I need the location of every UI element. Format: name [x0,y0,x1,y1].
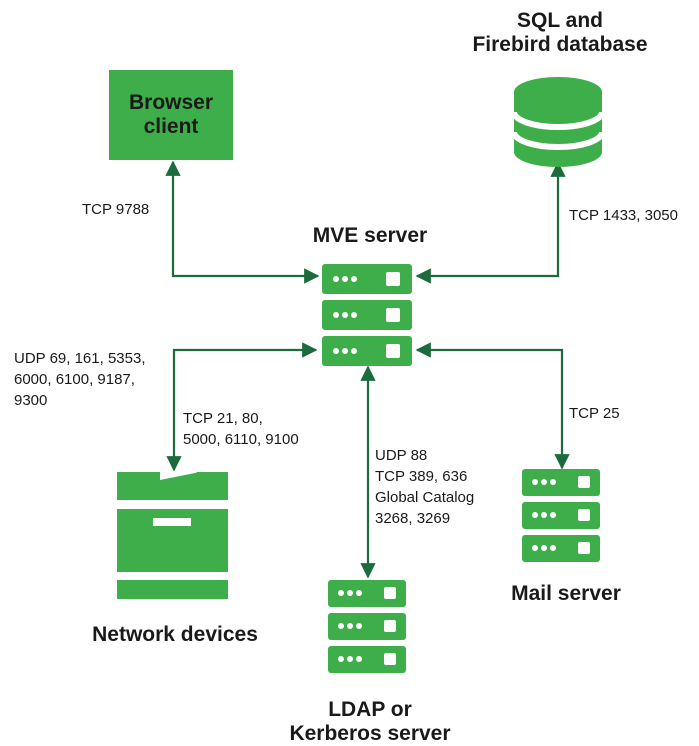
connector-network-devices [166,342,318,472]
server-unit [322,264,412,294]
port-line: UDP 88 [375,447,428,464]
server-unit [322,300,412,330]
browser-client-box: Browser client [109,70,233,160]
database-title-line-1: SQL and [517,9,603,32]
network-devices-title: Network devices [92,623,258,646]
server-unit [522,535,600,562]
port-line: 9300 [14,392,48,409]
ldap-title-line-2: Kerberos server [289,722,451,746]
port-line: TCP 9788 [82,201,150,218]
server-unit [328,613,406,640]
browser-client-label-line-1: Browser [128,90,214,114]
port-line: Global Catalog [375,489,475,506]
mve-server-title: MVE server [312,224,428,247]
ldap-server-title: LDAP or Kerberos server [258,698,482,746]
server-unit [328,646,406,673]
server-unit [322,336,412,366]
ldap-port-label: UDP 88 TCP 389, 636 Global Catalog 3268,… [375,445,474,529]
port-line: UDP 69, 161, 5353, [14,350,146,367]
port-line: 6000, 6100, 9187, [14,371,135,388]
browser-client-label-line-2: client [143,115,199,138]
port-line: 5000, 6110, 9100 [183,431,299,448]
ldap-title-line-1: LDAP or [328,698,412,721]
printer-icon [117,472,228,599]
mail-port-label: TCP 25 [569,403,620,424]
port-line: TCP 25 [569,405,620,422]
connector-database [415,161,566,284]
server-unit [522,469,600,496]
connector-browser [165,160,320,284]
port-line: 3268, 3269 [375,510,451,527]
server-unit [328,580,406,607]
database-title-line-2: Firebird database [472,33,648,57]
port-line: TCP 389, 636 [375,468,468,485]
database-port-label: TCP 1433, 3050 [569,205,678,226]
port-line: TCP 21, 80, [183,410,263,427]
browser-port-label: TCP 9788 [82,199,149,220]
port-line: TCP 1433, 3050 [569,207,678,224]
database-title: SQL and Firebird database [440,9,680,57]
mail-server-title: Mail server [511,582,621,605]
database-icon [511,77,605,167]
server-unit [522,502,600,529]
network-udp-port-label: UDP 69, 161, 5353, 6000, 6100, 9187, 930… [14,348,145,411]
network-tcp-port-label: TCP 21, 80, 5000, 6110, 9100 [183,408,299,450]
connector-mail-server [415,342,570,470]
